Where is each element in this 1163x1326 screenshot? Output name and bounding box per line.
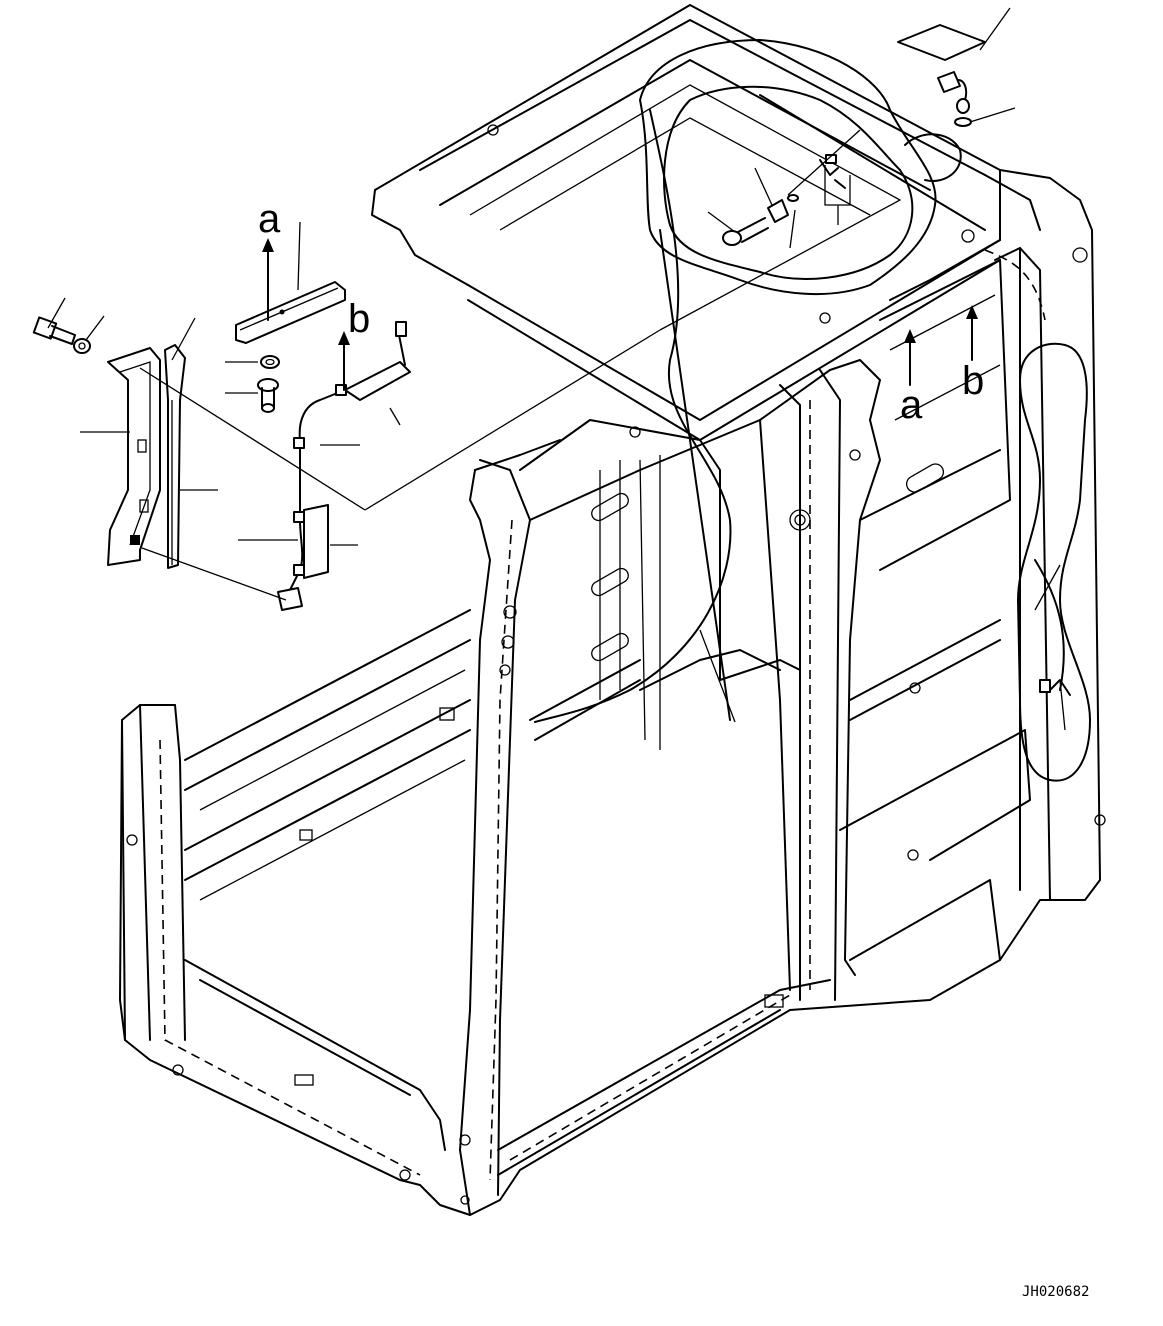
side-clip: [1039, 679, 1071, 696]
callout-b-left: b: [348, 297, 370, 341]
exploded-parts-right: [722, 24, 986, 246]
connector-icon: [937, 71, 972, 127]
bolt-icon: [32, 316, 76, 345]
callout-b-right: b: [962, 359, 984, 403]
rubber-strip: [164, 344, 186, 569]
exploded-parts-left: [32, 281, 411, 611]
direction-arrows: [262, 238, 978, 391]
callout-a-left: a: [258, 197, 281, 241]
clip-icon: [767, 154, 846, 223]
cab-frame: [119, 4, 1106, 1216]
bolt-icon: [722, 217, 769, 246]
washer-icon: [73, 338, 91, 354]
plate-a: [235, 281, 346, 344]
callout-a-right: a: [900, 383, 923, 427]
antenna-harness-b: [277, 321, 411, 611]
wire-harness-routing: [534, 109, 1065, 723]
washer-icon: [260, 355, 280, 369]
bolt-icon: [257, 378, 279, 413]
roof-panel-outline: [639, 39, 986, 296]
leader-lines: [47, 7, 1066, 731]
drawing-code: JH020682: [1022, 1284, 1089, 1300]
side-wall-panel-outline: [1017, 342, 1091, 782]
label-sheet: [897, 24, 986, 61]
mounting-bracket: [107, 347, 161, 566]
